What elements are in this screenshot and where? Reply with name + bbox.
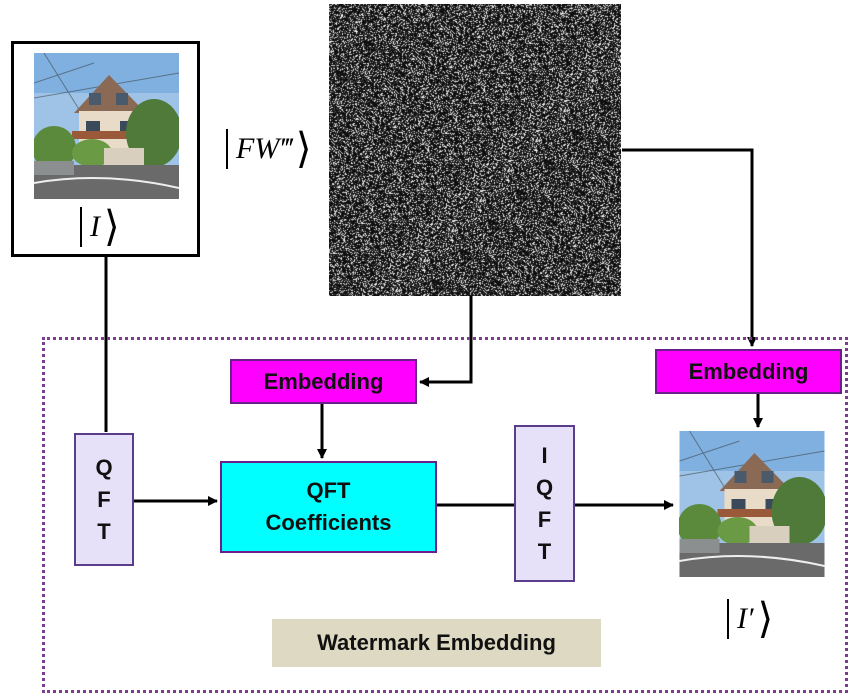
coefficients-line: Coefficients	[265, 510, 392, 535]
iqft-letter: F	[537, 506, 552, 532]
embedding-box-left: Embedding	[230, 359, 417, 404]
embedding-box-right: Embedding	[655, 349, 842, 394]
embedding-right-label: Embedding	[688, 358, 809, 384]
embedding-left-label: Embedding	[263, 368, 384, 394]
output-symbol: I′	[737, 602, 754, 635]
input-house-image	[34, 53, 179, 199]
iqft-letter: T	[537, 538, 552, 564]
ket-bar	[727, 599, 729, 639]
output-watermarked-image	[679, 431, 825, 577]
qft-letter: F	[97, 486, 111, 512]
iqft-box: I Q F T	[514, 425, 575, 582]
qft-letter: Q	[95, 454, 113, 480]
ket-angle: ⟩	[104, 202, 120, 252]
watermark-embedding-text: Watermark Embedding	[317, 630, 556, 655]
scrambled-watermark-image	[329, 4, 621, 296]
ket-bar	[80, 207, 82, 247]
qft-letter: T	[97, 518, 111, 544]
qft-box: Q F T	[74, 433, 134, 566]
watermark-to-left-embedding-arrow	[419, 296, 473, 387]
watermark-symbol: FW‴	[236, 132, 292, 165]
input-state-label: I ⟩	[80, 204, 120, 250]
watermark-embedding-region	[42, 337, 848, 693]
watermark-state-label: FW‴ ⟩	[226, 126, 312, 172]
input-symbol: I	[90, 210, 100, 243]
ket-bar	[226, 129, 228, 169]
watermark-embedding-label: Watermark Embedding	[272, 619, 601, 667]
coefficients-line: QFT	[306, 478, 351, 503]
iqft-letter: I	[541, 442, 548, 468]
ket-angle: ⟩	[295, 124, 312, 174]
qft-coefficients-box: QFT Coefficients	[220, 461, 437, 553]
ket-angle: ⟩	[757, 594, 774, 644]
output-state-label: I′ ⟩	[727, 596, 773, 642]
watermark-to-right-embedding-arrow	[622, 148, 757, 347]
iqft-letter: Q	[535, 474, 554, 500]
